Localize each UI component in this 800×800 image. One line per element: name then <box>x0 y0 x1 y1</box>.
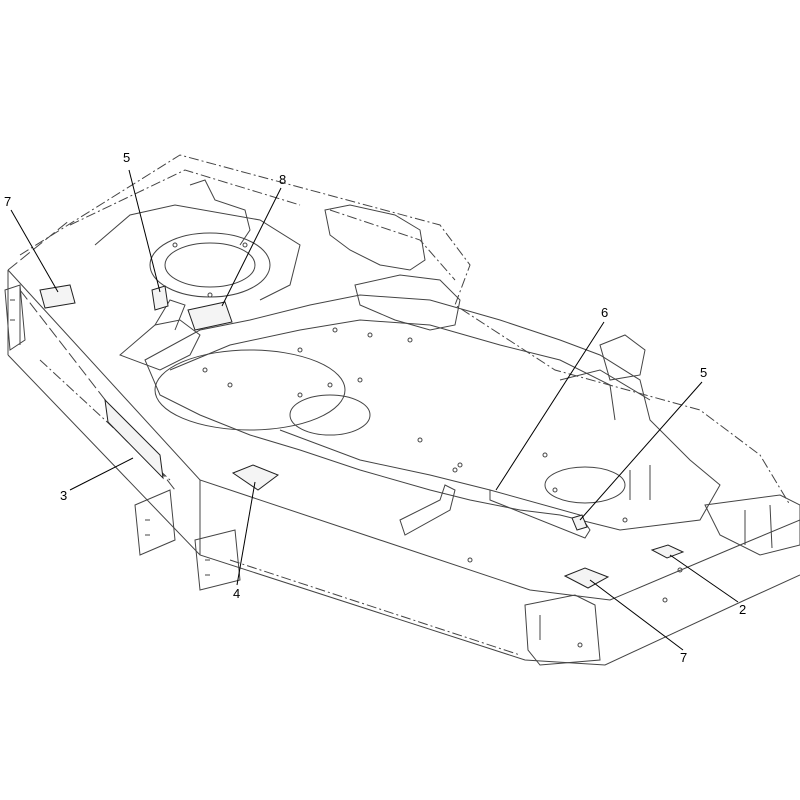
callout-7-left: 7 <box>4 194 12 209</box>
leader-4 <box>236 481 256 586</box>
callout-6: 6 <box>601 305 609 320</box>
leader-5-left <box>128 169 161 293</box>
discharge-chute <box>704 494 800 556</box>
center-spindle-opening <box>289 394 371 436</box>
callout-7-right: 7 <box>680 650 688 665</box>
inner-front-rail <box>279 429 491 491</box>
callout-4: 4 <box>233 586 241 601</box>
decal-5-left <box>151 285 169 311</box>
decal-7-left <box>39 284 76 309</box>
decal-8 <box>187 301 233 331</box>
deck-front-skirt-bottom <box>7 354 800 666</box>
callout-5-left: 5 <box>123 150 131 165</box>
rear-center-housing <box>324 204 426 271</box>
decal-5-right <box>571 514 588 531</box>
left-hanger-bracket <box>4 284 26 351</box>
leader-6 <box>495 321 605 491</box>
deck-rear-rim <box>19 154 791 506</box>
right-rear-rod <box>559 369 651 500</box>
deck-bottom-phantom <box>39 359 521 656</box>
left-front-mount <box>134 489 176 556</box>
callout-8: 8 <box>279 172 287 187</box>
leader-5-right <box>579 381 703 521</box>
right-spindle-opening <box>544 466 626 504</box>
deck-left-end <box>7 270 201 555</box>
callout-2: 2 <box>739 602 747 617</box>
decal-7-right <box>563 567 610 589</box>
top-deck-plate <box>144 294 721 531</box>
left-belt-shield <box>94 204 301 301</box>
deck-rear-rim-inner <box>69 169 456 281</box>
right-rear-bracket <box>599 334 646 381</box>
leader-2 <box>669 554 739 603</box>
decal-3 <box>104 398 164 480</box>
leader-lines <box>10 169 739 651</box>
leader-8 <box>221 187 282 307</box>
decal-2 <box>650 544 685 559</box>
top-deck-plate-inner <box>169 319 616 421</box>
deck-front-skirt-top <box>7 269 800 601</box>
front-baffle-left <box>399 484 456 536</box>
front-center-mount <box>194 529 241 591</box>
callout-5-right: 5 <box>700 365 708 380</box>
rear-center-bracket <box>354 274 461 331</box>
leader-7-right <box>589 579 684 651</box>
leader-3 <box>69 457 134 491</box>
leader-7-left <box>10 209 59 293</box>
front-baffle-right <box>489 489 591 539</box>
decal-4 <box>231 464 280 491</box>
left-rear-plate <box>189 179 251 246</box>
right-front-mount <box>524 594 601 666</box>
center-spindle-housing <box>154 349 346 431</box>
mounting-holes <box>172 242 683 648</box>
left-spindle-opening <box>164 242 256 288</box>
callout-3: 3 <box>60 488 68 503</box>
left-idler-arm <box>119 299 201 371</box>
